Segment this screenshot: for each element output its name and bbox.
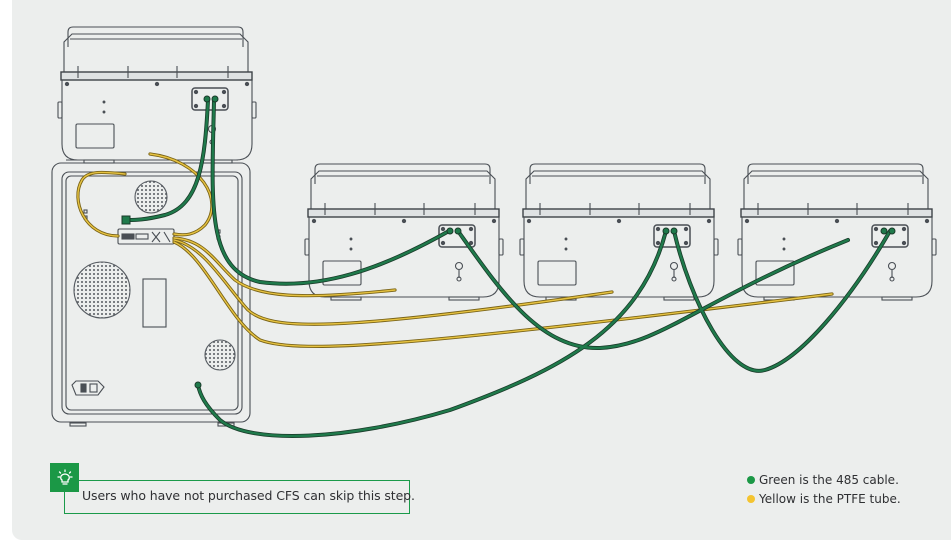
cfs-unit-top <box>57 26 257 164</box>
legend-item-485-cable: Green is the 485 cable. <box>747 470 901 489</box>
485-cables <box>121 95 896 439</box>
printer-rear-view <box>51 159 251 427</box>
yellow-dot-icon <box>747 494 755 503</box>
cfs-unit-3 <box>737 163 937 301</box>
legend-label: Yellow is the PTFE tube. <box>759 491 901 506</box>
lightbulb-icon <box>56 468 73 485</box>
tip-box <box>64 480 410 514</box>
tip-text: Users who have not purchased CFS can ski… <box>82 488 415 503</box>
fan-grille-icon <box>204 339 236 371</box>
fan-grille-icon <box>134 180 168 214</box>
fan-grille-icon <box>73 261 131 319</box>
legend-label: Green is the 485 cable. <box>759 472 899 487</box>
power-socket-icon <box>71 380 105 396</box>
legend-item-ptfe-tube: Yellow is the PTFE tube. <box>747 489 901 508</box>
legend: Green is the 485 cable. Yellow is the PT… <box>747 470 901 508</box>
tip-badge <box>50 463 79 492</box>
green-dot-icon <box>747 475 755 484</box>
ptfe-tubes <box>76 152 834 348</box>
